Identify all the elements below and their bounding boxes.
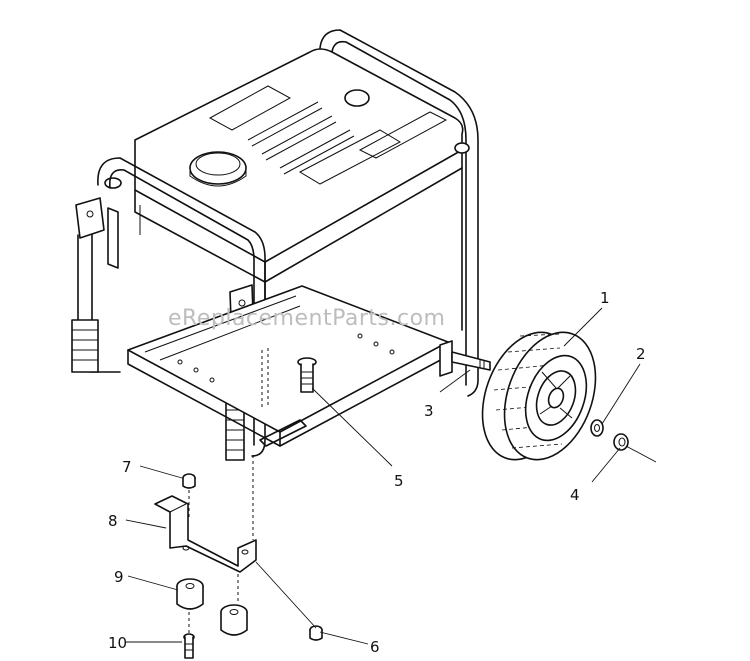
- watermark-text: eReplacementParts.com: [168, 306, 445, 331]
- callout-1: 1: [600, 289, 610, 307]
- callout-8: 8: [108, 512, 118, 530]
- callout-2: 2: [636, 345, 646, 363]
- mount-bracket: [154, 455, 257, 573]
- left-latch-icon: [75, 197, 105, 239]
- callout-9: 9: [114, 568, 124, 586]
- leader-lines: [125, 307, 657, 645]
- callout-5: 5: [394, 472, 404, 490]
- callout-6: 6: [370, 638, 380, 656]
- callout-3: 3: [424, 402, 434, 420]
- rubber-mount-1: [176, 578, 204, 610]
- callout-7: 7: [122, 458, 132, 476]
- generator-body: [104, 48, 470, 331]
- callout-10: 10: [108, 634, 127, 652]
- left-handle-grip: [71, 319, 99, 373]
- wheel: [481, 331, 597, 461]
- rubber-mount-2: [220, 574, 248, 636]
- frame-rear-tube: [319, 29, 479, 397]
- callout-4: 4: [570, 486, 580, 504]
- right-handle-grip: [225, 399, 245, 461]
- axle: [439, 340, 491, 377]
- bolt-10: [183, 612, 195, 659]
- nut-6: [309, 625, 323, 641]
- wheel-washer: [590, 419, 604, 437]
- mount-bolt: [297, 357, 317, 393]
- nut-7: [182, 473, 196, 520]
- wheel-nut: [613, 433, 629, 451]
